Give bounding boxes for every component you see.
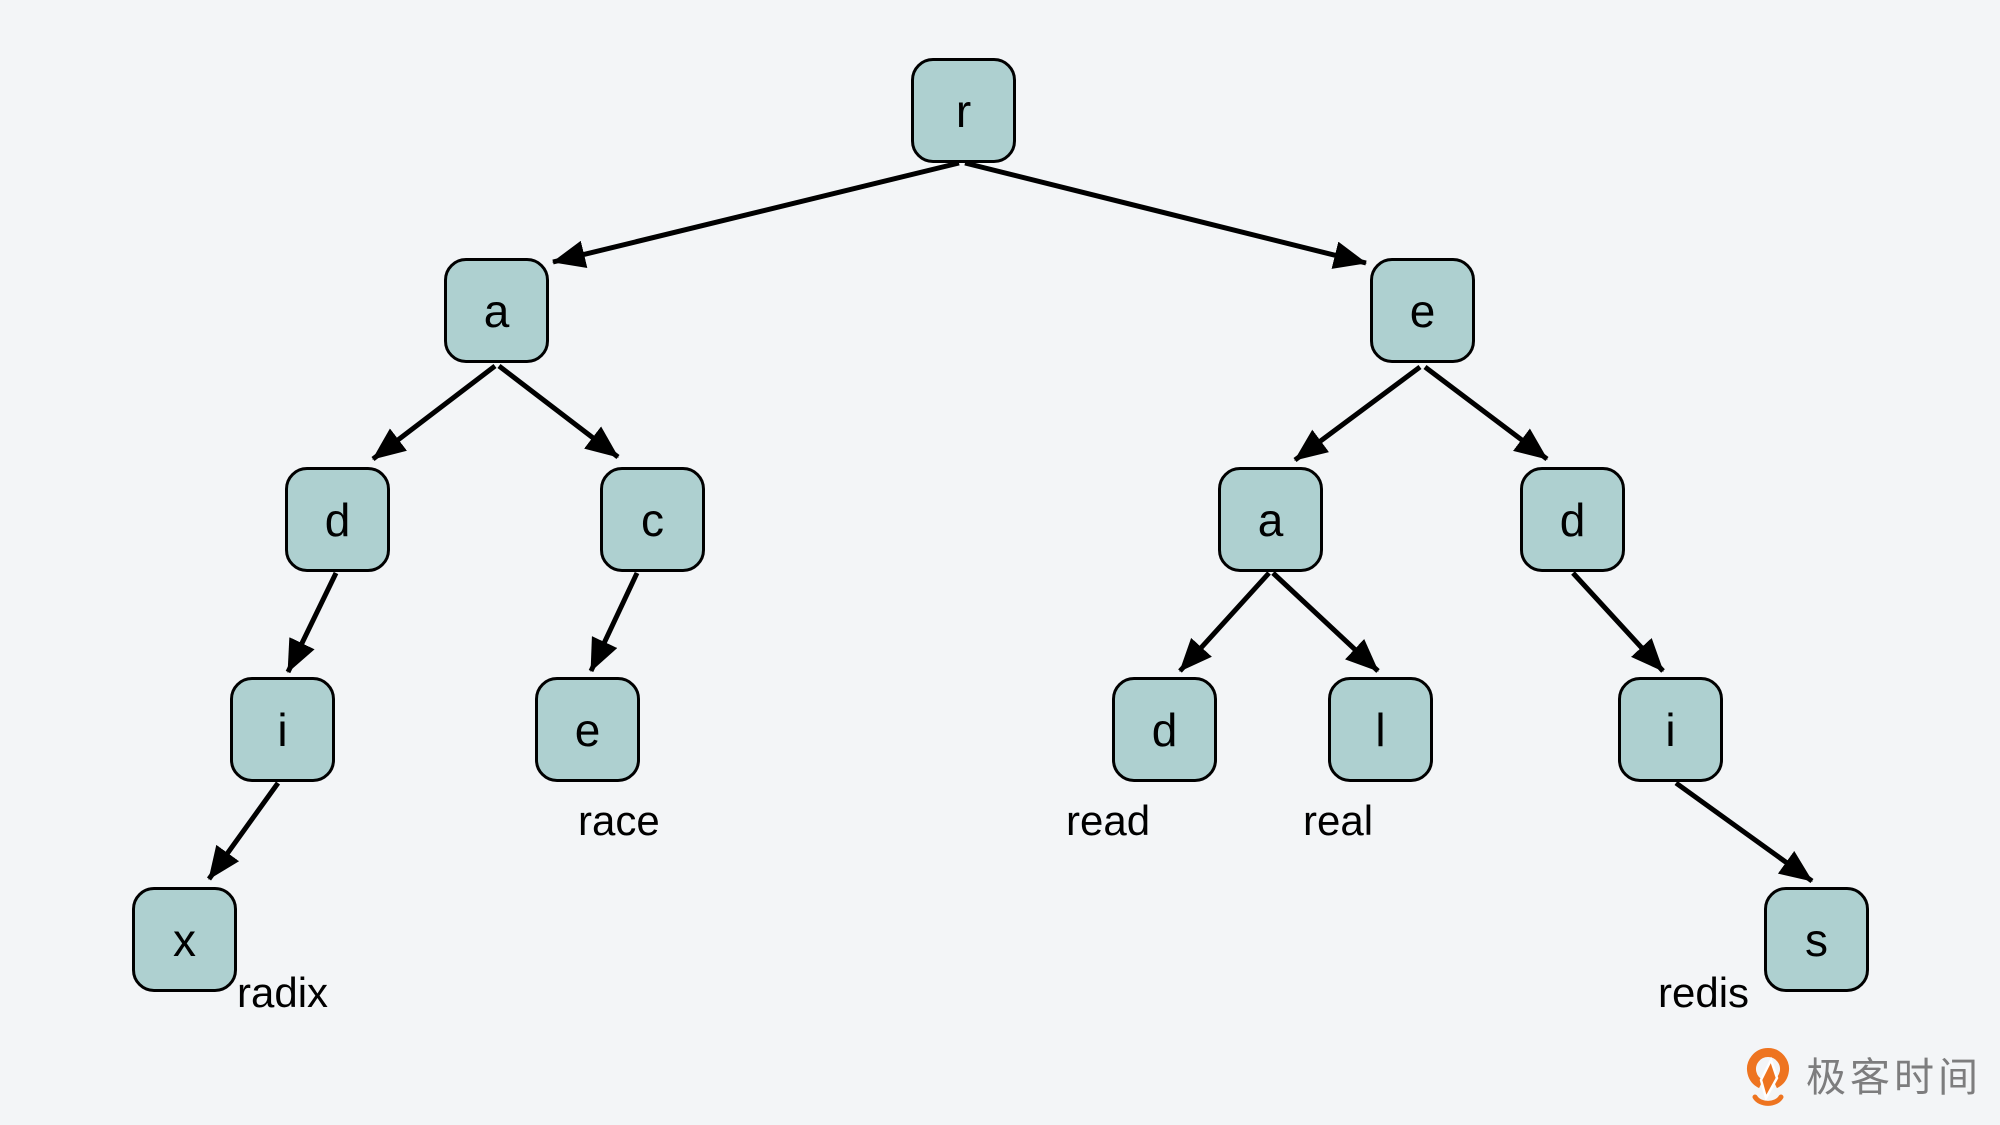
node-root-r: r bbox=[911, 58, 1016, 163]
node-letter: e bbox=[574, 703, 601, 756]
edge-r-e bbox=[964, 160, 1367, 269]
edge-i-x bbox=[206, 781, 281, 881]
node-letter: c bbox=[641, 493, 664, 546]
edge-a-d bbox=[371, 364, 497, 461]
node-letter: d bbox=[324, 493, 351, 546]
node-letter: l bbox=[1375, 703, 1386, 756]
node-left-c: c bbox=[600, 467, 705, 572]
node-right-d: d bbox=[1520, 467, 1625, 572]
node-letter: i bbox=[1665, 703, 1676, 756]
geektime-logo: 极客时间 bbox=[1742, 1046, 1982, 1110]
node-redis-s: s bbox=[1764, 887, 1869, 992]
node-right-a: a bbox=[1218, 467, 1323, 572]
node-letter: d bbox=[1559, 493, 1586, 546]
node-left-i: i bbox=[230, 677, 335, 782]
edge-e-d bbox=[1423, 365, 1549, 461]
word-label-race: race bbox=[578, 797, 660, 844]
edge-d-i-right bbox=[1571, 571, 1665, 673]
node-race-e: e bbox=[535, 677, 640, 782]
edge-a-d-read bbox=[1178, 571, 1271, 673]
edge-r-a bbox=[552, 160, 960, 269]
node-letter: e bbox=[1409, 284, 1436, 337]
edge-a-l bbox=[1271, 571, 1380, 673]
node-redis-i: i bbox=[1618, 677, 1723, 782]
word-label-real: real bbox=[1303, 797, 1374, 844]
word-label-read: read bbox=[1066, 797, 1151, 844]
node-letter: x bbox=[173, 913, 196, 966]
word-label-radix: radix bbox=[237, 969, 329, 1016]
geektime-logo-icon bbox=[1747, 1048, 1789, 1106]
node-letter: s bbox=[1805, 913, 1828, 966]
node-left-d: d bbox=[285, 467, 390, 572]
edge-a-c bbox=[497, 364, 620, 459]
node-real-l: l bbox=[1328, 677, 1433, 782]
word-label-redis: redis bbox=[1658, 969, 1750, 1016]
node-left-a: a bbox=[444, 258, 549, 363]
edge-c-e bbox=[588, 571, 640, 673]
node-letter: a bbox=[1257, 493, 1284, 546]
node-letter: d bbox=[1151, 703, 1178, 756]
node-radix-x: x bbox=[132, 887, 237, 992]
node-letter: i bbox=[277, 703, 288, 756]
node-read-d: d bbox=[1112, 677, 1217, 782]
node-letter: r bbox=[955, 84, 972, 137]
node-right-e: e bbox=[1370, 258, 1475, 363]
edge-d-i bbox=[285, 571, 339, 674]
edge-e-a bbox=[1293, 364, 1422, 463]
edge-i-s bbox=[1674, 780, 1814, 884]
node-letter: a bbox=[483, 284, 510, 337]
geektime-logo-text: 极客时间 bbox=[1806, 1056, 1982, 1100]
